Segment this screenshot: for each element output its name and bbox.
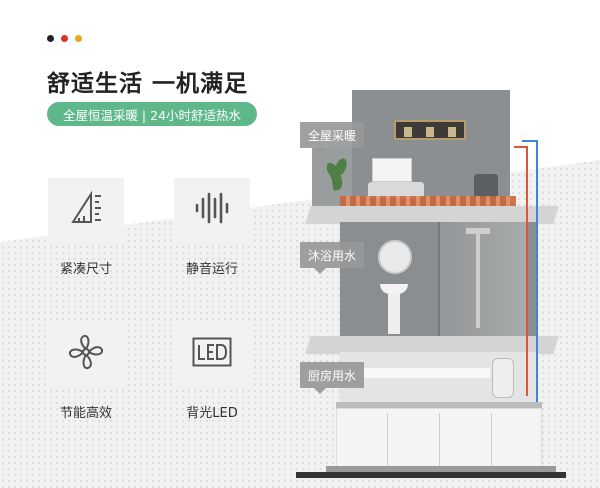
feature-label: 紧凑尺寸 — [59, 262, 112, 277]
armchair — [474, 174, 498, 198]
sofa — [368, 182, 424, 198]
feature-tile — [48, 178, 124, 242]
room-tag-kitchen: 厨房用水 — [300, 362, 365, 394]
pedestal-basin — [380, 284, 408, 334]
round-mirror — [378, 240, 412, 274]
color-dots — [47, 35, 82, 42]
kitchen-cabinet — [336, 408, 542, 474]
house-cutaway-illustration: 全屋采暖 沐浴用水 厨房用水 — [296, 88, 566, 478]
room-tag-shower: 沐浴用水 — [300, 242, 365, 274]
feature-tile — [48, 322, 124, 386]
wall-shelf — [394, 120, 466, 140]
ground-line — [296, 472, 566, 478]
fan-icon — [67, 333, 105, 375]
feature-label: 背光LED — [186, 406, 238, 421]
cold-water-pipe — [522, 140, 538, 402]
dot-orange — [75, 35, 82, 42]
feature-led: 背光LED — [174, 322, 250, 421]
feature-quiet: 静音运行 — [174, 178, 250, 277]
dot-black — [47, 35, 54, 42]
subtitle-pill: 全屋恒温采暖 | 24小时舒适热水 — [47, 102, 257, 126]
feature-label: 静音运行 — [185, 262, 238, 277]
sound-wave-icon — [193, 191, 231, 229]
page-title: 舒适生活 一机满足 — [47, 71, 249, 97]
plant — [324, 156, 349, 198]
feature-tile — [174, 178, 250, 242]
feature-compact: 紧凑尺寸 — [48, 178, 124, 277]
kitchen-counter — [336, 402, 542, 408]
wall-radiator — [372, 158, 412, 182]
ruler-triangle-icon — [69, 190, 103, 230]
feature-efficient: 节能高效 — [48, 322, 124, 421]
ground-slab — [326, 466, 556, 476]
feature-tile — [174, 322, 250, 386]
room-tag-heating: 全屋采暖 — [300, 122, 365, 154]
shower-pipe — [476, 228, 480, 328]
water-heater — [492, 358, 514, 398]
hot-water-pipe — [514, 146, 528, 396]
dot-red — [61, 35, 68, 42]
shower-glass — [438, 222, 528, 336]
led-display-icon — [192, 337, 232, 371]
range-hood-shelf — [340, 368, 490, 378]
feature-label: 节能高效 — [59, 406, 112, 421]
